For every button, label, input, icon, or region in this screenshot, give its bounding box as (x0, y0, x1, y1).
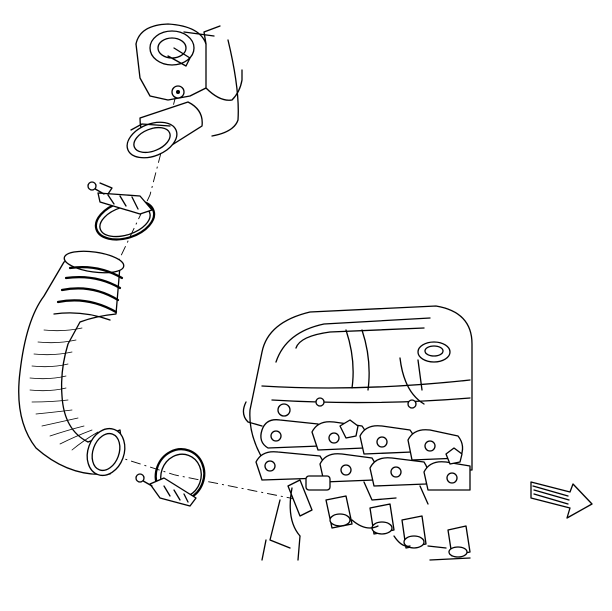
front-direction-arrow-icon (530, 481, 593, 519)
engine-assembly (242, 305, 473, 561)
air-intake-duct (18, 250, 126, 477)
upper-hose-clamp (87, 181, 156, 241)
throttle-body-outlet (126, 23, 243, 159)
lower-hose-clamp (135, 448, 206, 507)
